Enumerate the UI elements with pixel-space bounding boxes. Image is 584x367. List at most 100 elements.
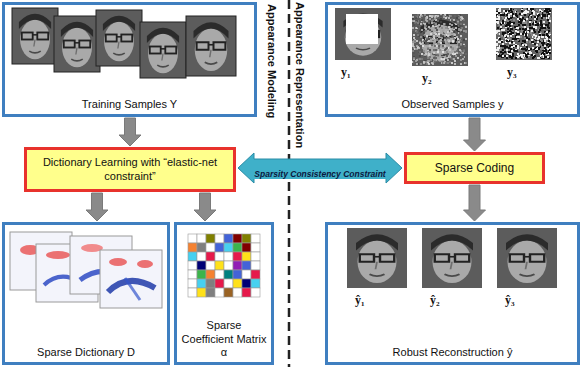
noise-pixel [520,54,522,56]
noise-pixel [507,41,509,43]
noise-pixel [534,43,536,45]
noise-pixel [501,21,503,23]
noise-pixel [433,57,435,59]
noise-pixel [548,46,550,48]
noise-pixel [421,58,423,60]
coefficient-cell [233,261,242,270]
noise-pixel [451,47,453,49]
noise-pixel [502,49,504,51]
noise-pixel [501,35,503,37]
coefficient-cell [242,279,251,288]
noise-pixel [422,39,424,41]
noise-pixel [540,55,542,57]
noise-pixel [465,62,467,64]
noise-pixel [449,26,451,28]
noise-pixel [532,39,534,41]
noise-pixel [449,19,451,21]
noise-pixel [457,19,459,21]
image-panel: Sparse Coefficient Matrix α [174,222,274,365]
noise-pixel [504,35,506,37]
noise-pixel [542,44,544,46]
noise-pixel [527,28,529,30]
noise-pixel [497,33,499,35]
noise-pixel [442,47,444,49]
noise-pixel [450,46,452,48]
noise-pixel [503,13,505,15]
noise-pixel [541,42,543,44]
noise-pixel [535,49,537,51]
art-ellipse [109,258,127,266]
noise-pixel [545,24,547,26]
noise-pixel [445,17,447,19]
noise-pixel [421,29,423,31]
node-text: Dictionary Learning with “elastic-net co… [33,156,227,182]
noise-pixel [516,36,518,38]
noise-pixel [533,54,535,56]
noise-pixel [460,29,462,31]
noise-pixel [499,55,501,57]
noise-pixel [512,54,514,56]
noise-pixel [515,45,517,47]
noise-pixel [435,57,437,59]
noise-pixel [545,56,547,58]
noise-pixel [449,30,451,32]
noise-pixel [505,19,507,21]
noise-pixel [447,31,449,33]
noise-pixel [524,55,526,57]
noise-pixel [413,37,415,39]
noise-pixel [541,46,543,48]
sample-label: y₃ [507,65,517,79]
noise-pixel [498,37,500,39]
noise-pixel [520,33,522,35]
noise-pixel [515,49,517,51]
noise-pixel [509,54,511,56]
noise-pixel [536,18,538,20]
noise-pixel [503,29,505,31]
divider-line [288,0,291,367]
noise-pixel [419,42,421,44]
noise-pixel [446,55,448,57]
noise-pixel [527,32,529,34]
noise-pixel [517,39,519,41]
noise-pixel [512,46,514,48]
noise-pixel [412,29,414,31]
noise-pixel [464,62,466,64]
noise-pixel [453,28,455,30]
noise-pixel [544,10,546,12]
noise-pixel [412,45,414,47]
noise-pixel [525,55,527,57]
noise-pixel [419,47,421,49]
noise-pixel [457,19,459,21]
noise-pixel [424,23,426,25]
noise-pixel [515,30,517,32]
noise-pixel [530,15,532,17]
noise-pixel [519,20,521,22]
noise-pixel [547,17,549,19]
noise-pixel [516,15,518,17]
noise-pixel [444,37,446,39]
noise-pixel [416,20,418,22]
noise-pixel [545,36,547,38]
coefficient-cell [242,234,251,243]
noise-pixel [441,56,443,58]
noise-pixel [517,56,519,58]
noise-pixel [440,58,442,60]
noise-pixel [498,33,500,35]
noise-pixel [535,50,537,52]
noise-pixel [501,20,503,22]
noise-pixel [520,47,522,49]
noise-pixel [433,35,435,37]
noise-pixel [536,44,538,46]
noise-pixel [427,50,429,52]
noise-pixel [434,56,436,58]
noise-pixel [431,62,433,64]
noise-pixel [457,16,459,18]
noise-pixel [435,43,437,45]
noise-pixel [444,23,446,25]
noise-pixel [440,34,442,36]
noise-pixel [504,35,506,37]
noise-pixel [463,30,465,32]
noise-pixel [415,60,417,62]
coefficient-cell [242,270,251,279]
noise-pixel [516,26,518,28]
